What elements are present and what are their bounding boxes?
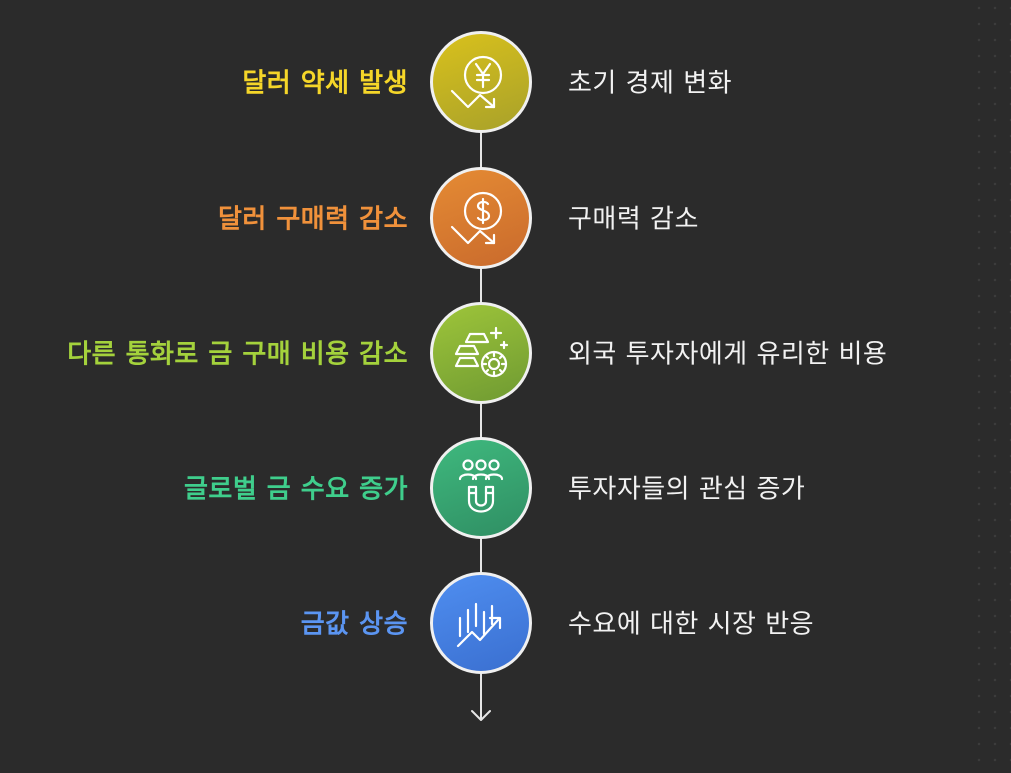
step-description: 수요에 대한 시장 반응 <box>568 609 815 640</box>
step-node <box>430 302 532 404</box>
timeline-step-1: 달러 약세 발생 초기 경제 변화 <box>0 31 1011 133</box>
step-label: 글로벌 금 수요 증가 <box>183 474 408 505</box>
step-node <box>430 572 532 674</box>
yen-down-icon <box>450 55 503 109</box>
step-description: 투자자들의 관심 증가 <box>568 474 806 505</box>
step-description: 초기 경제 변화 <box>568 68 733 99</box>
step-node <box>430 437 532 539</box>
timeline-step-2: 달러 구매력 감소 구매력 감소 <box>0 167 1011 269</box>
step-label: 달러 구매력 감소 <box>217 204 408 235</box>
timeline-step-4: 글로벌 금 수요 증가 투자자들의 관심 증가 <box>0 437 1011 539</box>
chart-up-icon <box>456 602 502 648</box>
gold-bars-icon <box>454 326 509 378</box>
step-description: 외국 투자자에게 유리한 비용 <box>568 339 888 370</box>
dollar-down-icon <box>450 191 503 245</box>
timeline-arrow-icon <box>471 700 491 721</box>
step-label: 달러 약세 발생 <box>242 68 408 99</box>
timeline-step-3: 다른 통화로 금 구매 비용 감소 외국 투자자에게 유리한 비용 <box>0 302 1011 404</box>
step-node <box>430 167 532 269</box>
step-description: 구매력 감소 <box>568 204 699 235</box>
step-label: 다른 통화로 금 구매 비용 감소 <box>67 339 408 370</box>
step-node <box>430 31 532 133</box>
decorative-dot-grid <box>971 0 1011 773</box>
timeline-step-5: 금값 상승 수요에 대한 시장 반응 <box>0 572 1011 674</box>
step-label: 금값 상승 <box>300 609 408 640</box>
people-magnet-icon <box>458 459 504 513</box>
